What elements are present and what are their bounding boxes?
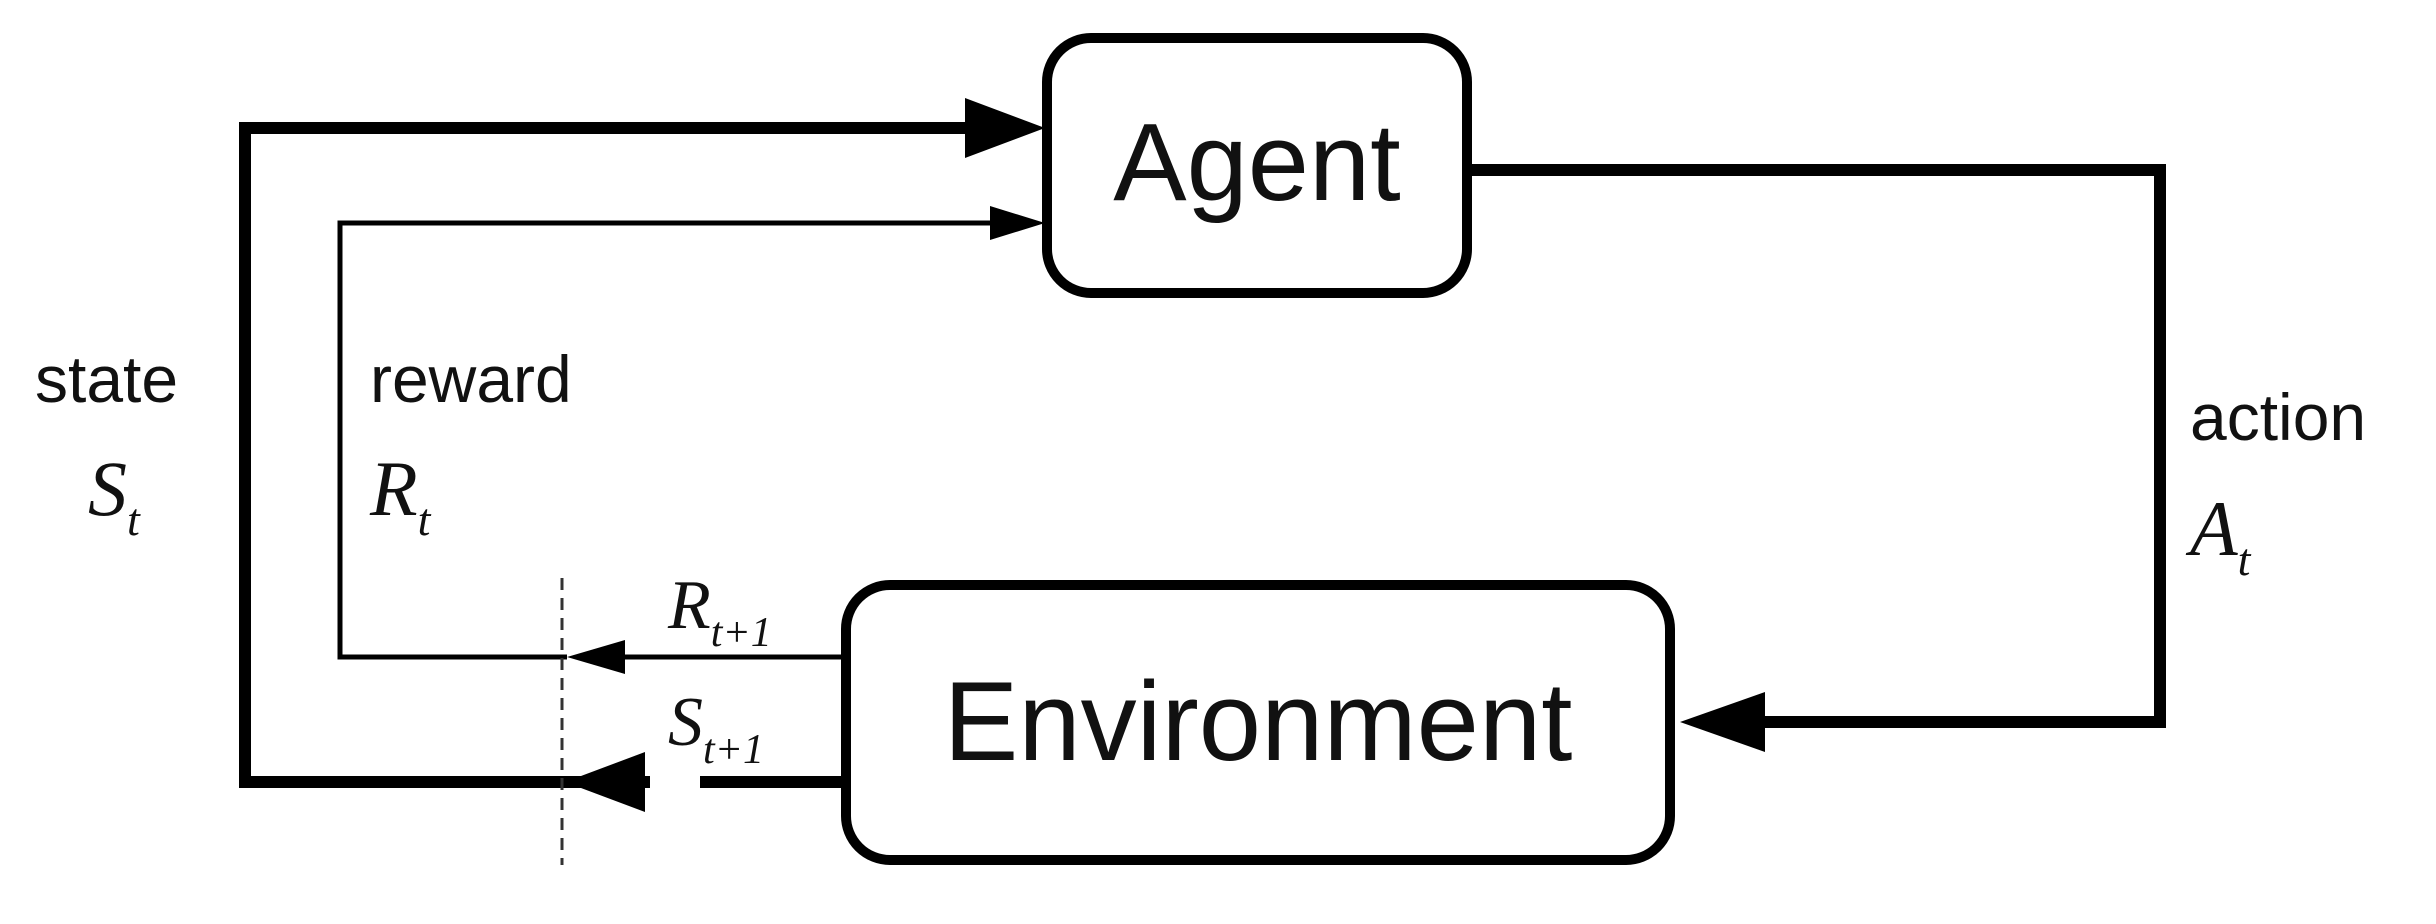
action-word: action (2190, 380, 2366, 454)
next-state-subscript: t+1 (703, 727, 764, 773)
reward-word: reward (370, 342, 572, 416)
state-symbol: St (88, 445, 141, 545)
action-symbol-letter: A (2185, 485, 2238, 572)
action-label-group: action At (2185, 380, 2366, 585)
state-arrow (239, 98, 1045, 812)
agent-box: Agent (1042, 33, 1472, 298)
next-reward-arrowhead (567, 640, 625, 674)
reward-arrow (337, 206, 1045, 674)
state-word: state (35, 342, 178, 416)
state-label-group: state St (35, 342, 178, 545)
reward-label-group: reward Rt (369, 342, 572, 545)
reward-arrowhead (990, 206, 1045, 240)
action-arrow (1467, 164, 2166, 752)
state-symbol-letter: S (88, 445, 127, 532)
next-state-label: St+1 (668, 684, 764, 773)
next-reward-label: Rt+1 (667, 567, 772, 656)
action-arrowhead (1680, 692, 1765, 752)
next-reward-letter: R (667, 567, 711, 644)
reward-symbol: Rt (369, 445, 432, 545)
reward-symbol-letter: R (369, 445, 418, 532)
next-reward-subscript: t+1 (711, 610, 772, 656)
agent-label: Agent (1113, 101, 1400, 224)
state-symbol-subscript: t (127, 494, 141, 545)
environment-box: Environment (841, 580, 1675, 865)
reward-symbol-subscript: t (418, 494, 432, 545)
next-state-letter: S (668, 684, 703, 761)
action-symbol: At (2185, 485, 2252, 585)
environment-label: Environment (944, 659, 1573, 784)
action-symbol-subscript: t (2238, 534, 2252, 585)
state-arrowhead (965, 98, 1045, 158)
